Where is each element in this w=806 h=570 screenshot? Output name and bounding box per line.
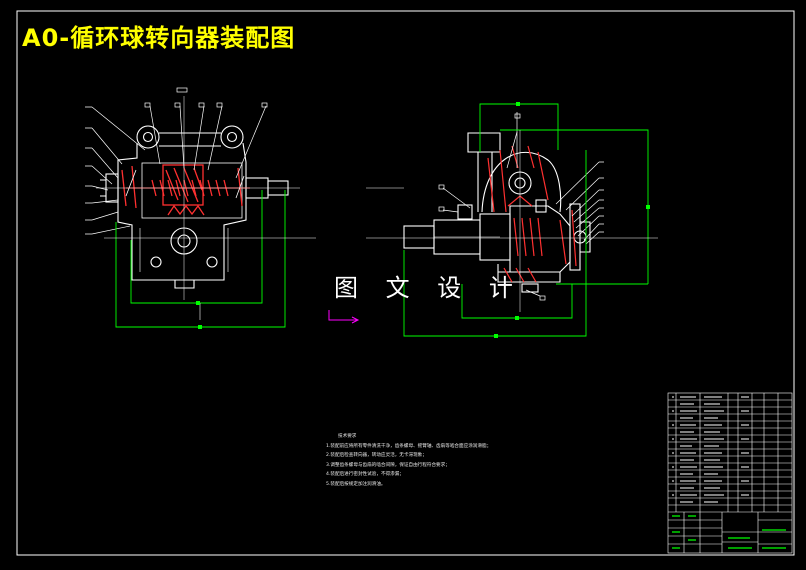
left-section-view: [100, 125, 289, 289]
right-leader-lines: [438, 112, 604, 301]
left-leader-lines: [85, 87, 268, 235]
notes-heading: 技术要求: [338, 434, 357, 439]
notes-line-2: 2.装配后检查转向器，转动应灵活，无卡滞现象；: [326, 453, 427, 459]
notes-line-4: 4.装配后进行密封性试验，不得渗漏；: [326, 472, 404, 478]
left-section-hatch: [121, 164, 250, 216]
right-dimensions: [403, 102, 650, 338]
technical-requirements: 技术要求 1.装配前应将所有零件清洗干净，齿条螺母、摇臂轴、齿扇等啮合面应涂润滑…: [326, 432, 491, 490]
title-block-green-marks: [672, 515, 786, 549]
parts-list-table: [667, 392, 793, 554]
notes-line-1: 1.装配前应将所有零件清洗干净，齿条螺母、摇臂轴、齿扇等啮合面应涂润滑脂；: [326, 443, 492, 449]
direction-arrow: [328, 310, 360, 324]
right-centerlines: [366, 130, 658, 312]
left-centerlines: [96, 96, 300, 300]
drawing-title: A0-循环球转向器装配图: [22, 24, 296, 52]
parts-list-entries: [672, 396, 749, 503]
notes-line-5: 5.装配后按规定加注润滑油。: [326, 481, 386, 487]
notes-line-3: 3.调整齿条螺母与齿扇的啮合间隙，保证自由行程符合要求；: [326, 462, 450, 468]
drawing-frame: [16, 10, 795, 556]
left-dimensions: [104, 190, 316, 329]
watermark-text: 图 文 设 计: [334, 274, 523, 302]
